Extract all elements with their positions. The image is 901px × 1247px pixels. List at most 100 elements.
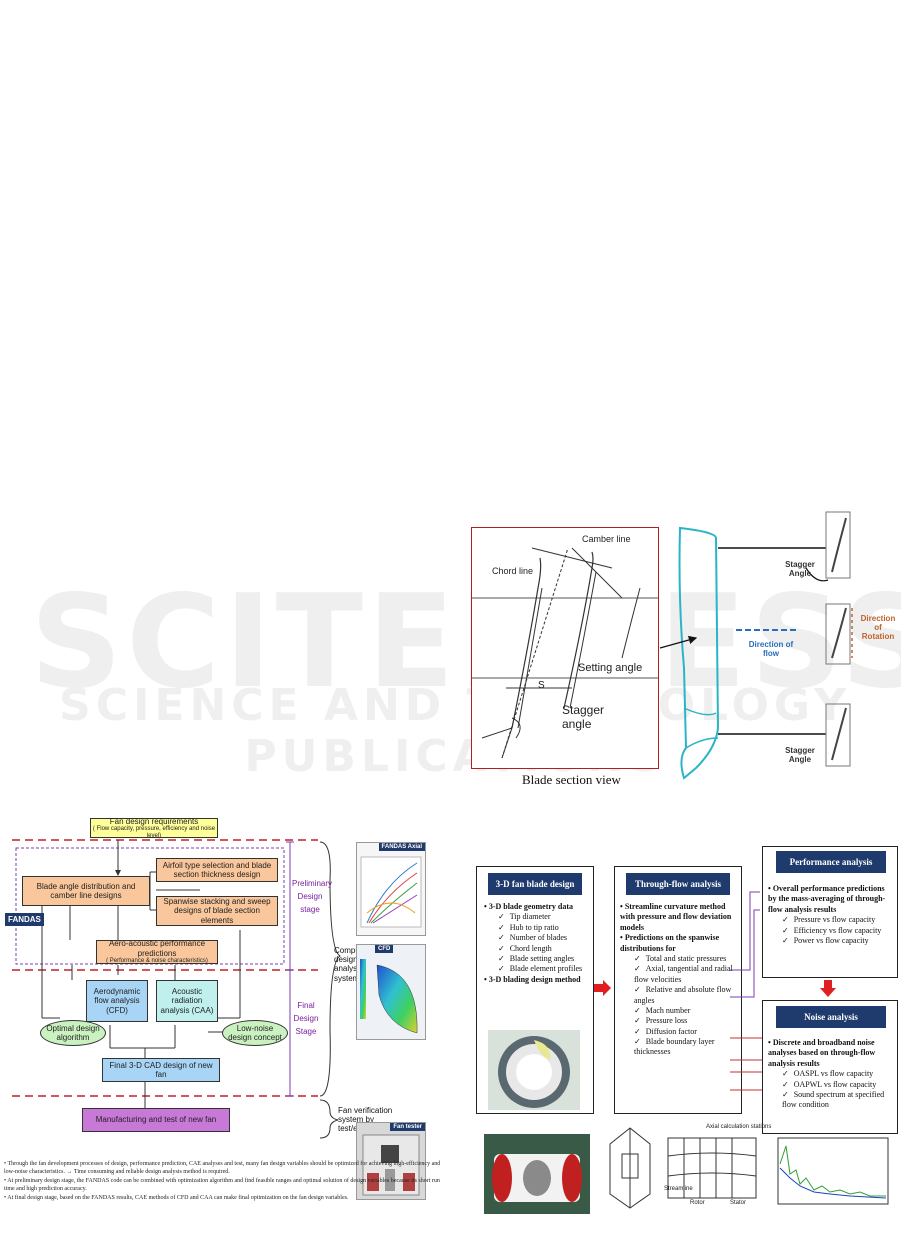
list-text: Overall performance predictions by the m…	[768, 884, 886, 914]
noise-list: • Discrete and broadband noise analyses …	[768, 1038, 894, 1111]
list-item: Axial, tangential and radial flow veloci…	[620, 964, 738, 985]
list-item: Tip diameter	[484, 912, 590, 922]
bullet-text: At final design stage, based on the FAND…	[7, 1195, 349, 1202]
fandas-label: FANDAS	[5, 913, 44, 926]
bullet-text: Through the fan development processes of…	[4, 1161, 441, 1176]
list-item: • Predictions on the spanwise distributi…	[620, 933, 720, 953]
list-item: Pressure vs flow capacity	[768, 915, 894, 925]
axial-stations-label: Axial calculation stations	[706, 1124, 772, 1130]
stagger-angle-top-label: Stagger Angle	[785, 560, 815, 579]
fan-tester-thumb-title: Fan tester	[390, 1123, 425, 1131]
manufacturing-box: Manufacturing and test of new fan	[82, 1108, 230, 1132]
stage-word: Stage	[295, 1026, 317, 1036]
fandas-thumb-title: FANDAS Axial	[378, 843, 425, 851]
red-arrow-right	[594, 980, 611, 996]
blade-3d-drawing	[659, 511, 853, 780]
performance-title: Performance analysis	[776, 851, 886, 873]
direction-of-flow-label: Direction of flow	[748, 640, 794, 659]
rotor-label: Rotor	[690, 1200, 705, 1206]
requirements-title: Fan design requirements	[109, 816, 199, 826]
list-item: • Discrete and broadband noise analyses …	[768, 1038, 876, 1068]
camber-line-label: Camber line	[582, 534, 631, 544]
bullet-item: • At preliminary design stage, the FANDA…	[4, 1178, 440, 1193]
setting-angle-label: Setting angle	[578, 662, 643, 674]
fan-tester-photo: Fan tester	[356, 1122, 426, 1200]
requirements-subtitle: ( Flow capacity, pressure, efficiency an…	[92, 825, 216, 839]
caa-box: Acoustic radiation analysis (CAA)	[156, 980, 218, 1022]
spanwise-box: Spanwise stacking and sweep designs of b…	[156, 896, 278, 926]
list-text: 3-D blade geometry data	[488, 902, 574, 911]
blade-section-caption: Blade section view	[522, 772, 621, 787]
cfd-box: Aerodynamic flow analysis (CFD)	[86, 980, 148, 1022]
bullet-text: At preliminary design stage, the FANDAS …	[4, 1178, 440, 1193]
low-noise-ellipse: Low-noise design concept	[222, 1020, 288, 1046]
red-arrow-down	[820, 980, 836, 997]
blade-angle-box: Blade angle distribution and camber line…	[22, 876, 150, 906]
list-item: Blade boundary layer thicknesses	[620, 1037, 738, 1058]
aero-acoustic-box: Aero-acoustic performance predictions ( …	[96, 939, 218, 964]
design-panel-title: 3-D fan blade design	[488, 873, 582, 895]
through-flow-title: Through-flow analysis	[626, 873, 730, 895]
preliminary-stage-label: Preliminary Design stage	[292, 878, 333, 916]
list-item: Number of blades	[484, 933, 590, 943]
list-item: • 3-D blading design method	[484, 974, 581, 984]
list-item: Diffusion factor	[620, 1027, 738, 1037]
sound-spectrum-plot	[777, 1137, 889, 1205]
list-item: Blade setting angles	[484, 954, 590, 964]
cfd-thumb-title: CFD	[375, 945, 394, 953]
aero-title: Aero-acoustic performance predictions	[108, 939, 206, 958]
list-item: Mach number	[620, 1006, 738, 1016]
blade-section-panel: Chord line Camber line Setting angle Sta…	[471, 527, 659, 769]
list-item: Efficiency vs flow capacity	[768, 926, 894, 936]
pitch-label: S	[538, 680, 545, 691]
stage-word: Final	[297, 1001, 315, 1010]
list-item: Total and static pressures	[620, 954, 738, 964]
stage-word: Preliminary	[292, 879, 333, 888]
final-stage-label: Final Design Stage	[292, 1000, 320, 1038]
design-panel-list: • 3-D blade geometry data Tip diameter H…	[484, 902, 590, 985]
stage-word: stage	[300, 904, 320, 914]
list-item: Power vs flow capacity	[768, 936, 894, 946]
fan-ring-image	[488, 1030, 580, 1110]
list-text: 3-D blading design method	[488, 974, 581, 984]
stage-word: Design	[293, 1013, 319, 1023]
fandas-screenshot: FANDAS Axial	[356, 842, 426, 936]
list-item: OASPL vs flow capacity	[768, 1069, 894, 1079]
list-text: Streamline curvature method with pressur…	[620, 902, 732, 932]
stator-label: Stator	[730, 1200, 747, 1206]
streamline-label: Streamline	[664, 1186, 693, 1192]
list-item: Pressure loss	[620, 1016, 738, 1026]
performance-list: • Overall performance predictions by the…	[768, 884, 894, 946]
left-bullet-list: • Through the fan development processes …	[4, 1160, 444, 1203]
list-item: Chord length	[484, 944, 590, 954]
list-item: • Overall performance predictions by the…	[768, 884, 886, 914]
chord-line-label: Chord line	[492, 566, 534, 576]
noise-title: Noise analysis	[776, 1006, 886, 1028]
optimal-algorithm-ellipse: Optimal design algorithm	[40, 1020, 106, 1046]
through-flow-list: • Streamline curvature method with press…	[620, 902, 738, 1058]
cfd-screenshot: CFD	[356, 944, 426, 1040]
list-item: OAPWL vs flow capacity	[768, 1080, 894, 1090]
list-item: • Streamline curvature method with press…	[620, 902, 732, 932]
fan-tester-image	[362, 1134, 420, 1196]
stagger-angle-label: Stagger angle	[562, 703, 605, 731]
bullet-item: • At final design stage, based on the FA…	[4, 1195, 349, 1202]
axial-stations-diagram	[667, 1137, 757, 1199]
requirements-box: Fan design requirements ( Flow capacity,…	[90, 816, 218, 839]
airfoil-box: Airfoil type selection and blade section…	[156, 858, 278, 882]
direction-of-rotation-label: Direction of Rotation	[860, 614, 896, 642]
list-item: Relative and absolute flow angles	[620, 985, 738, 1006]
streamline-sketch	[609, 1127, 651, 1209]
list-item: Hub to tip ratio	[484, 923, 590, 933]
list-text: Discrete and broadband noise analyses ba…	[768, 1038, 876, 1068]
watermark-title: SCITEPRESS	[30, 568, 901, 717]
list-item: Sound spectrum at specified flow conditi…	[768, 1090, 894, 1111]
final-cad-box: Final 3-D CAD design of new fan	[102, 1058, 220, 1082]
aero-subtitle: ( Performance & noise characteristics)	[106, 957, 208, 964]
list-item: Blade element profiles	[484, 964, 590, 974]
blade-section-drawing	[472, 547, 658, 759]
stage-word: Design	[297, 891, 323, 901]
list-item: • 3-D blade geometry data	[484, 902, 574, 911]
list-text: Predictions on the spanwise distribution…	[620, 933, 720, 953]
fandas-plot-image	[360, 856, 422, 928]
